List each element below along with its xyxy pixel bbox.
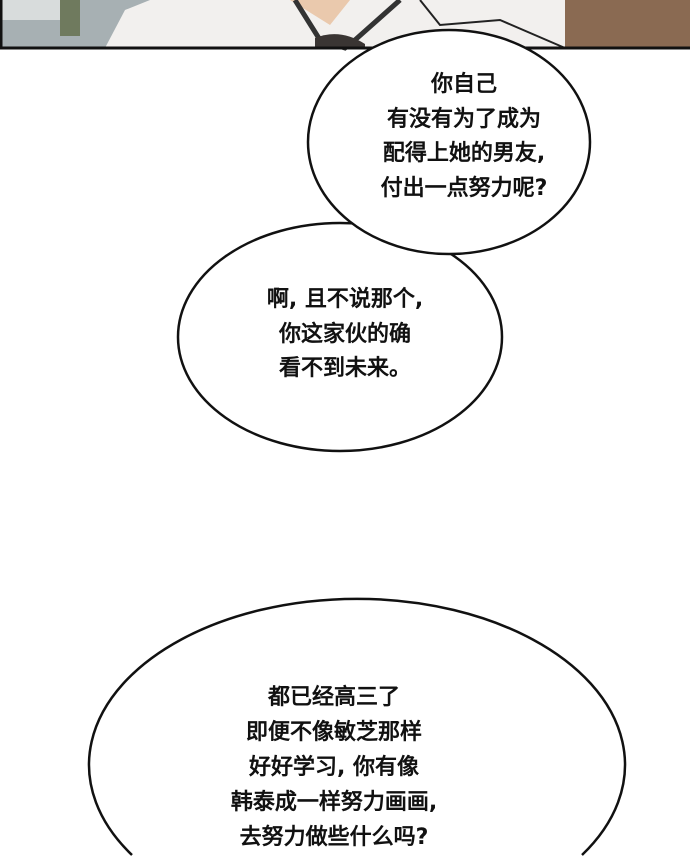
top-panel (0, 0, 690, 51)
dialogue-line: 你自己 (430, 72, 498, 97)
speech-bubble-2-shape (176, 221, 504, 453)
dialogue-line: 都已经高三了 (267, 685, 401, 710)
dialogue-line: 去努力做些什么吗? (239, 825, 429, 850)
dialogue-line: 付出一点努力呢? (380, 175, 548, 201)
dialogue-line: 啊, 且不说那个, (266, 287, 424, 312)
speech-bubble-3-text: 都已经高三了 即便不像敏芝那样 好好学习, 你有像 韩泰成一样努力画画, 去努力… (231, 680, 437, 855)
dialogue-line: 配得上她的男友, (382, 141, 546, 166)
dialogue-line: 即便不像敏芝那样 (245, 720, 423, 745)
dialogue-line: 有没有为了成为 (386, 106, 542, 132)
dialogue-line: 韩泰成一样努力画画, (230, 790, 438, 815)
speech-bubble-1-shape (306, 28, 592, 256)
speech-bubble-2-text: 啊, 且不说那个, 你这家伙的确 看不到未来。 (267, 283, 423, 387)
dialogue-line: 好好学习, 你有像 (248, 755, 420, 780)
dialogue-line: 看不到未来。 (278, 356, 411, 381)
speech-bubble-3-shape (87, 597, 627, 856)
speech-bubble-1-text: 你自己 有没有为了成为 配得上她的男友, 付出一点努力呢? (381, 68, 548, 206)
dialogue-line: 你这家伙的确 (278, 321, 411, 347)
